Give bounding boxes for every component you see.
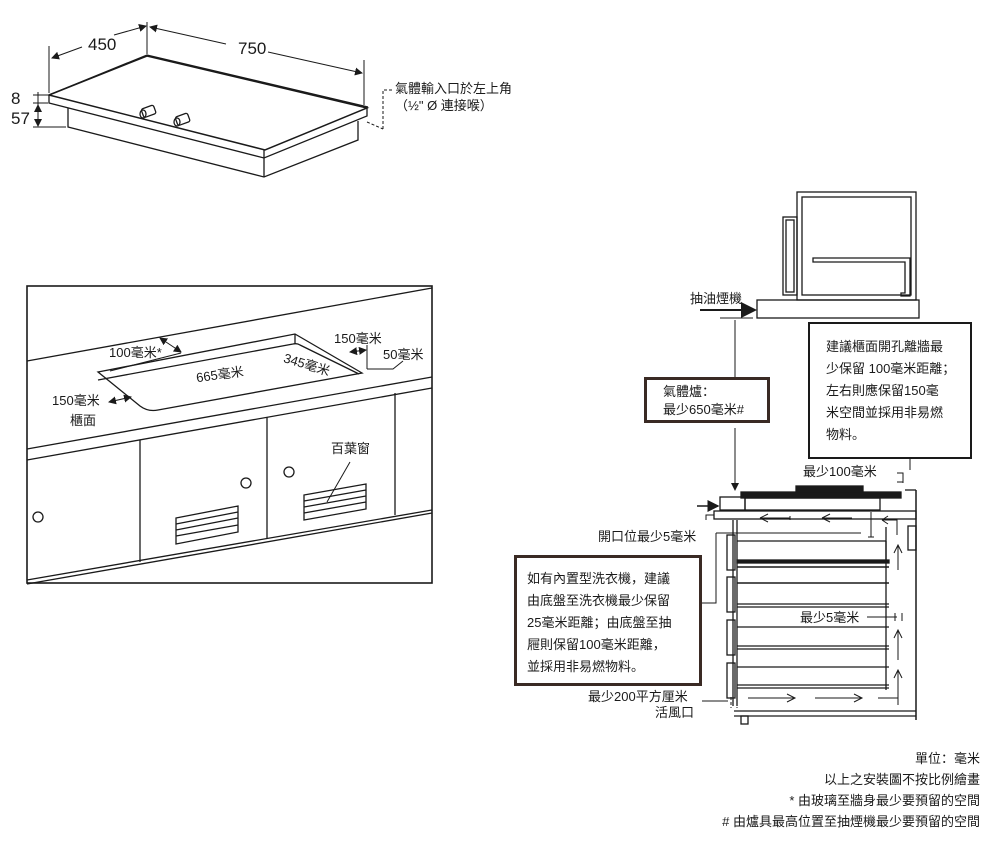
gas-inlet-label: 氣體輸入口於左上角	[395, 81, 513, 96]
drawer	[726, 576, 889, 613]
countertop-label: 櫃面	[70, 413, 97, 428]
dimension-depth: 450	[88, 35, 117, 54]
side-section-diagram	[697, 191, 920, 725]
footnote-not-to-scale: 以上之安裝圖不按比例繪畫	[823, 772, 980, 787]
wall-note-line: 米空間並採用非易燃	[826, 405, 944, 420]
drawer	[726, 534, 890, 571]
wall-note-line: 左右則應保留150毫	[826, 383, 939, 398]
wall-note-line: 少保留 100毫米距離；	[826, 361, 956, 376]
rear-gap-label: 100毫米*	[109, 345, 162, 360]
louvre-label: 百葉窗	[331, 441, 371, 456]
min-100mm-label: 最少100毫米	[803, 464, 877, 479]
footnote-hash: # 由爐具最高位置至抽煙機最少要預留的空間	[722, 814, 980, 829]
footnote-asterisk: * 由玻璃至牆身最少要預留的空間	[789, 793, 980, 808]
drawer	[726, 619, 889, 656]
airflow-arrows	[748, 513, 903, 705]
footnotes: 單位：毫米 以上之安裝圖不按比例繪畫 * 由玻璃至牆身最少要預留的空間 # 由爐…	[722, 748, 980, 832]
right-gap-label: 150毫米	[334, 331, 382, 346]
cutout-diagram	[26, 285, 433, 585]
hob-isometric	[33, 22, 393, 178]
dimension-glass-thickness: 8	[11, 89, 21, 108]
washer-note-line: 如有內置型洗衣機，建議	[527, 571, 671, 586]
dimension-body-height: 57	[11, 109, 30, 128]
louvre-grille	[303, 483, 367, 521]
louvre-grille	[175, 505, 239, 545]
knob-icon	[139, 104, 157, 119]
range-hood-label: 抽油煙機	[690, 291, 743, 306]
washer-clearance-note-box: 如有內置型洗衣機，建議 由底盤至洗衣機最少保留 25毫米距離；由底盤至抽 屜則保…	[514, 555, 702, 686]
vent-size-label: 最少200平方厘米	[588, 689, 688, 704]
min-5mm-label: 最少5毫米	[800, 610, 860, 625]
wall-note-line: 建議櫃面開孔離牆最	[826, 339, 944, 354]
opening-5mm-label: 開口位最少5毫米	[598, 529, 697, 544]
gas-inlet-connector-label: （½" Ø 連接喉）	[395, 98, 493, 113]
washer-note-line: 並採用非易燃物料。	[527, 659, 645, 674]
washer-note-line: 25毫米距離；由底盤至抽	[527, 615, 672, 630]
hob-clearance-box: 氣體爐： 最少650毫米#	[644, 377, 770, 423]
wall-note-line: 物料。	[826, 427, 866, 442]
hob-clearance-title: 氣體爐：	[663, 384, 716, 399]
footnote-units: 單位：毫米	[914, 751, 980, 766]
washer-note-line: 由底盤至洗衣機最少保留	[527, 593, 671, 608]
hob-clearance-value: 最少650毫米#	[663, 402, 744, 417]
left-gap-label: 150毫米	[52, 393, 100, 408]
wall-clearance-note-box: 建議櫃面開孔離牆最 少保留 100毫米距離； 左右則應保留150毫 米空間並採用…	[808, 322, 972, 459]
vent-label: 活風口	[655, 705, 695, 720]
drawer	[726, 662, 889, 699]
knob-icon	[173, 112, 191, 127]
right-wall-label: 50毫米	[383, 347, 424, 362]
dimension-width: 750	[238, 39, 267, 58]
washer-note-line: 屜則保留100毫米距離，	[527, 637, 666, 652]
